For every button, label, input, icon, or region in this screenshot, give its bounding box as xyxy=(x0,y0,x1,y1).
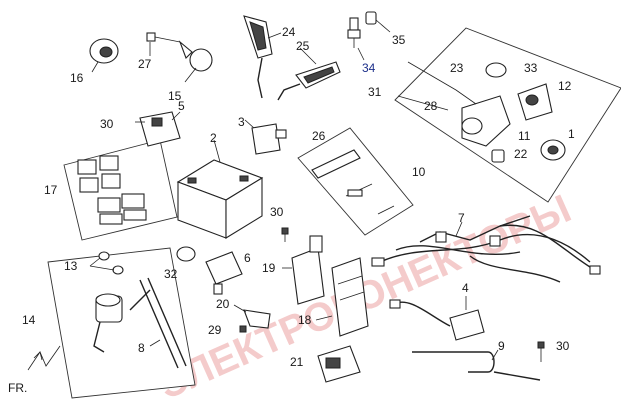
battery-part xyxy=(176,159,264,239)
callout-4: 4 xyxy=(462,281,469,295)
panel-switch-group xyxy=(394,27,621,203)
callout-30-mid: 30 xyxy=(270,205,284,219)
cable-part-8 xyxy=(139,277,187,369)
flasher-part xyxy=(251,123,287,155)
front-arrow-icon xyxy=(27,345,61,371)
callout-23: 23 xyxy=(450,61,464,75)
callout-11: 11 xyxy=(518,129,531,143)
wire-harness-part xyxy=(371,215,601,283)
callout-6: 6 xyxy=(244,251,251,265)
callout-9: 9 xyxy=(498,339,505,353)
callout-13: 13 xyxy=(64,259,78,273)
callout-7: 7 xyxy=(458,211,465,225)
wire-part-9 xyxy=(412,341,545,381)
ignition-coil-part xyxy=(389,299,485,341)
bolt-part-29 xyxy=(239,325,247,333)
orientation-label: FR. xyxy=(8,381,27,395)
callout-20: 20 xyxy=(216,297,230,311)
mirror-right-part xyxy=(277,61,341,101)
starter-relay-part xyxy=(93,251,151,353)
callout-15: 15 xyxy=(168,89,182,103)
cdi-unit-part xyxy=(331,257,369,337)
callout-16: 16 xyxy=(70,71,84,85)
callout-8: 8 xyxy=(138,341,145,355)
callout-32: 32 xyxy=(164,267,178,281)
callout-24: 24 xyxy=(282,25,296,39)
panel-fuse xyxy=(297,127,414,236)
callout-35: 35 xyxy=(392,33,406,47)
callout-1: 1 xyxy=(568,127,575,141)
bracket-part-20 xyxy=(243,309,271,329)
mirror-left-part xyxy=(243,15,273,99)
callout-31: 31 xyxy=(368,85,382,99)
callout-5: 5 xyxy=(178,99,185,113)
callout-2: 2 xyxy=(210,131,217,145)
rectifier-part xyxy=(317,345,361,383)
panel-starter-relay xyxy=(47,247,196,399)
fitting-part-35 xyxy=(365,11,377,25)
callout-17: 17 xyxy=(44,183,58,197)
callout-3: 3 xyxy=(238,115,245,129)
callout-21: 21 xyxy=(290,355,304,369)
callout-30-lower: 30 xyxy=(556,339,570,353)
relay-group-part xyxy=(77,155,147,225)
screw-part-30-mid xyxy=(281,227,289,242)
callout-27: 27 xyxy=(138,57,152,71)
handlebar-switch-part xyxy=(397,61,566,163)
callout-30-upper: 30 xyxy=(100,117,114,131)
callout-19: 19 xyxy=(262,261,276,275)
callout-12: 12 xyxy=(558,79,572,93)
callout-26: 26 xyxy=(312,129,326,143)
fitting-part-34 xyxy=(347,17,361,48)
callout-34: 34 xyxy=(362,61,376,75)
callout-25: 25 xyxy=(296,39,310,53)
callout-22: 22 xyxy=(514,147,528,161)
callout-14: 14 xyxy=(22,313,36,327)
callout-29: 29 xyxy=(208,323,222,337)
fuse-box-part xyxy=(311,149,395,215)
bolt-part-27 xyxy=(146,32,181,43)
horn-part xyxy=(89,38,119,64)
callout-33: 33 xyxy=(524,61,538,75)
cdi-bracket-part xyxy=(291,235,325,305)
regulator-part xyxy=(176,246,243,295)
callout-28: 28 xyxy=(424,99,438,113)
reflector-part xyxy=(178,40,213,72)
callout-10: 10 xyxy=(412,165,426,179)
relay-part-5 xyxy=(139,111,181,147)
callout-18: 18 xyxy=(298,313,312,327)
